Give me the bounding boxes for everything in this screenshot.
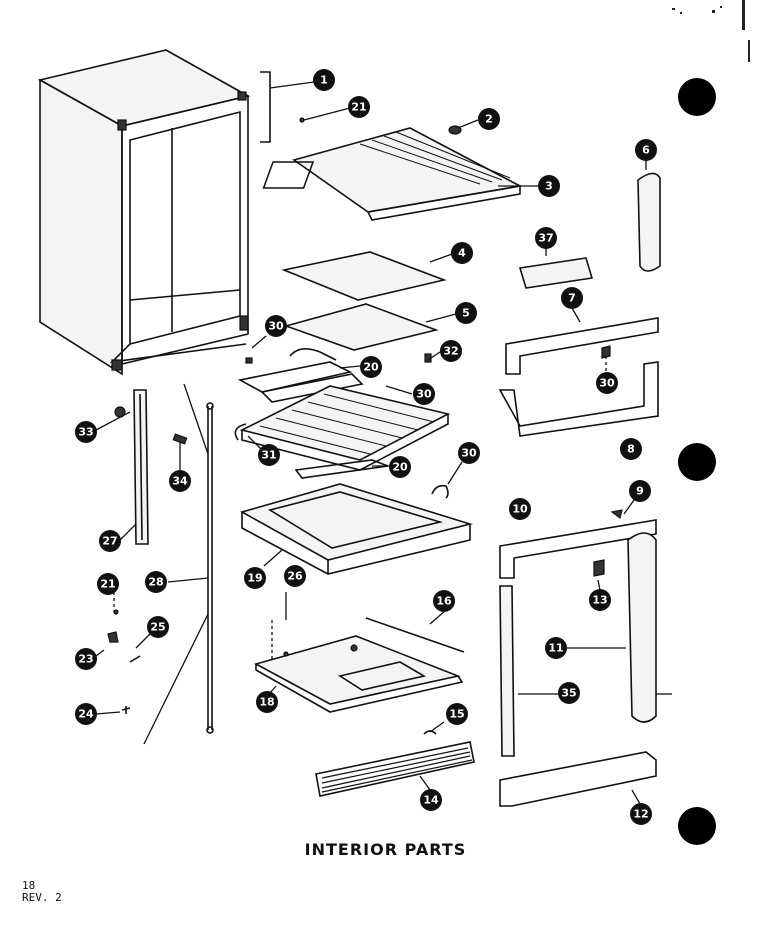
svg-text:6: 6 [642,144,650,157]
callout-9[interactable]: 9 [629,480,651,502]
callout-1[interactable]: 1 [313,69,335,91]
revision-label: REV. 2 [22,891,62,904]
svg-text:23: 23 [78,653,93,666]
callout-30[interactable]: 30 [458,442,480,464]
callout-20[interactable]: 20 [389,456,411,478]
svg-text:28: 28 [148,576,163,589]
svg-text:8: 8 [627,443,635,456]
svg-text:32: 32 [443,345,458,358]
svg-text:35: 35 [561,687,576,700]
crisper-frame-part [239,483,473,575]
svg-text:15: 15 [449,708,464,721]
callout-20[interactable]: 20 [360,356,382,378]
callout-25[interactable]: 25 [147,616,169,638]
svg-text:25: 25 [150,621,165,634]
right-shelf-parts [498,172,661,807]
svg-text:31: 31 [261,449,276,462]
callout-30[interactable]: 30 [413,383,435,405]
svg-text:3: 3 [545,180,553,193]
callout-23[interactable]: 23 [75,648,97,670]
punch-hole-bottom [678,807,716,845]
callout-26[interactable]: 26 [284,565,306,587]
svg-text:30: 30 [268,320,284,333]
svg-text:19: 19 [247,572,262,585]
crisper-cover-part [253,617,465,713]
callout-12[interactable]: 12 [630,803,652,825]
callout-8[interactable]: 8 [620,438,642,460]
callout-14[interactable]: 14 [420,789,442,811]
svg-text:34: 34 [172,475,188,488]
callout-33[interactable]: 33 [75,421,97,443]
callout-37[interactable]: 37 [535,227,557,249]
callout-32[interactable]: 32 [440,340,462,362]
svg-text:18: 18 [259,696,274,709]
callout-31[interactable]: 31 [258,444,280,466]
callout-30[interactable]: 30 [596,372,618,394]
callout-21[interactable]: 21 [97,573,119,595]
svg-text:21: 21 [351,101,366,114]
grille-part [315,730,475,797]
callout-28[interactable]: 28 [145,571,167,593]
page-number: 18 [22,879,36,892]
evaporator-assembly [234,348,451,499]
callout-34[interactable]: 34 [169,470,191,492]
callout-21[interactable]: 21 [348,96,370,118]
svg-text:12: 12 [633,808,648,821]
callout-18[interactable]: 18 [256,691,278,713]
callout-19[interactable]: 19 [244,567,266,589]
svg-text:37: 37 [538,232,553,245]
svg-text:10: 10 [512,503,528,516]
callout-16[interactable]: 16 [433,590,455,612]
callout-35[interactable]: 35 [558,682,580,704]
svg-text:7: 7 [568,292,576,305]
callout-5[interactable]: 5 [455,302,477,324]
svg-text:14: 14 [423,794,439,807]
callout-2[interactable]: 2 [478,108,500,130]
svg-text:20: 20 [392,461,408,474]
callout-24[interactable]: 24 [75,703,97,725]
callout-6[interactable]: 6 [635,139,657,161]
callout-4[interactable]: 4 [451,242,473,264]
svg-text:11: 11 [548,642,563,655]
insulation-panel-4 [281,251,447,301]
svg-text:5: 5 [462,307,470,320]
diagram-caption: INTERIOR PARTS [304,840,467,859]
insulation-panel-5 [283,303,439,351]
svg-text:26: 26 [287,570,303,583]
svg-text:9: 9 [636,485,644,498]
cabinet-part [37,49,271,376]
callout-27[interactable]: 27 [99,530,121,552]
svg-text:30: 30 [416,388,432,401]
punch-hole-top [678,78,716,116]
svg-text:16: 16 [436,595,452,608]
page-number-block: 18 REV. 2 [22,880,62,904]
svg-text:24: 24 [78,708,94,721]
svg-text:4: 4 [458,247,466,260]
left-trim-parts [107,383,289,745]
callout-10[interactable]: 10 [509,498,531,520]
svg-text:27: 27 [102,535,117,548]
callout-15[interactable]: 15 [446,703,468,725]
svg-text:2: 2 [485,113,493,126]
callout-7[interactable]: 7 [561,287,583,309]
callout-3[interactable]: 3 [538,175,560,197]
svg-text:1: 1 [320,74,328,87]
svg-text:30: 30 [599,377,615,390]
scan-artifacts [672,0,750,62]
svg-text:21: 21 [100,578,115,591]
punch-hole-middle [678,443,716,481]
svg-text:20: 20 [363,361,379,374]
evaporator-cover-part [262,117,523,221]
callouts: 1 21 2 3 4 5 6 37 7 30 8 30 32 20 30 33 … [75,69,657,825]
callout-30[interactable]: 30 [265,315,287,337]
callout-13[interactable]: 13 [589,589,611,611]
callout-11[interactable]: 11 [545,637,567,659]
svg-text:33: 33 [78,426,93,439]
svg-text:30: 30 [461,447,477,460]
svg-text:13: 13 [592,594,607,607]
